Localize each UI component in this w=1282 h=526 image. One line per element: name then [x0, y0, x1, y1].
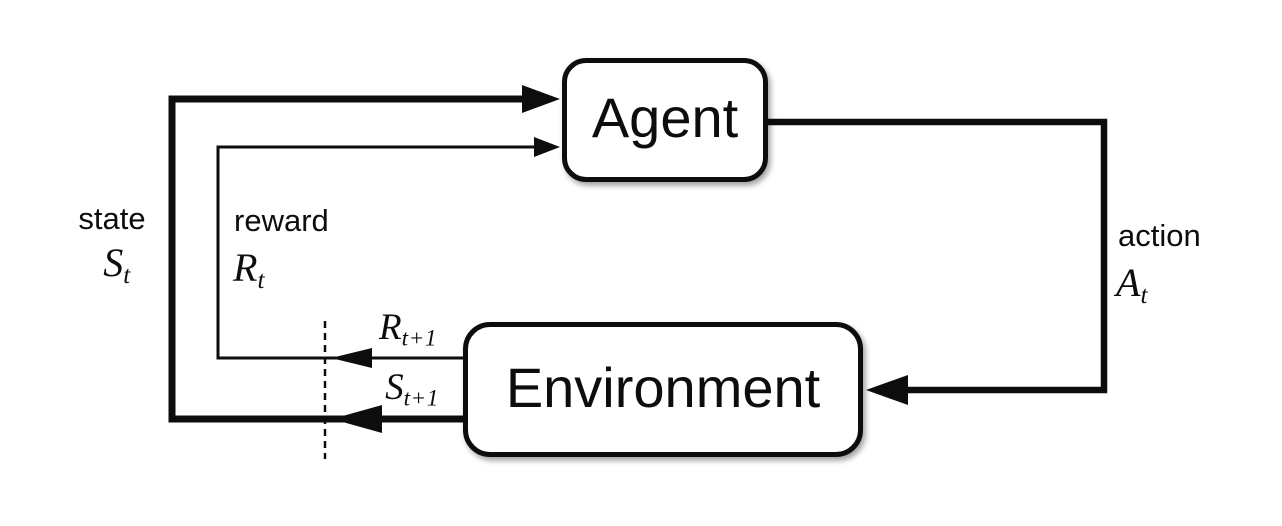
next-state-arrowhead	[332, 405, 382, 433]
state-symbol-label: St	[85, 240, 149, 290]
next-reward-symbol-subscript: t+1	[401, 325, 437, 352]
reward-symbol-subscript: t	[257, 267, 265, 295]
next-state-symbol-subscript: t+1	[403, 385, 439, 412]
next-state-symbol-base: S	[385, 367, 404, 408]
reward-word-label: reward	[234, 203, 329, 238]
state-symbol-base: S	[103, 240, 124, 285]
agent-node-label: Agent	[591, 86, 739, 149]
reward-to-agent-arrowhead	[534, 137, 560, 157]
next-state-symbol-label: St+1	[352, 369, 472, 411]
next-reward-symbol-label: Rt+1	[348, 309, 468, 351]
next-reward-symbol-base: R	[379, 307, 402, 348]
action-symbol-label: At	[1116, 260, 1148, 310]
next-reward-arrowhead	[331, 348, 372, 368]
state-word-label: state	[78, 201, 146, 236]
environment-node-label: Environment	[505, 355, 821, 419]
agent-node: Agent	[562, 58, 768, 182]
state-flow-line	[168, 95, 527, 423]
action-symbol-subscript: t	[1140, 282, 1148, 310]
state-symbol-subscript: t	[123, 262, 131, 290]
reward-symbol-base: R	[233, 245, 258, 290]
action-to-environment-arrowhead	[866, 375, 908, 405]
action-symbol-base: A	[1116, 260, 1141, 305]
action-flow-line	[766, 118, 1108, 394]
state-to-agent-arrowhead	[522, 85, 560, 113]
action-word-label: action	[1118, 218, 1201, 253]
reward-symbol-label: Rt	[233, 245, 265, 295]
environment-node: Environment	[463, 322, 863, 457]
